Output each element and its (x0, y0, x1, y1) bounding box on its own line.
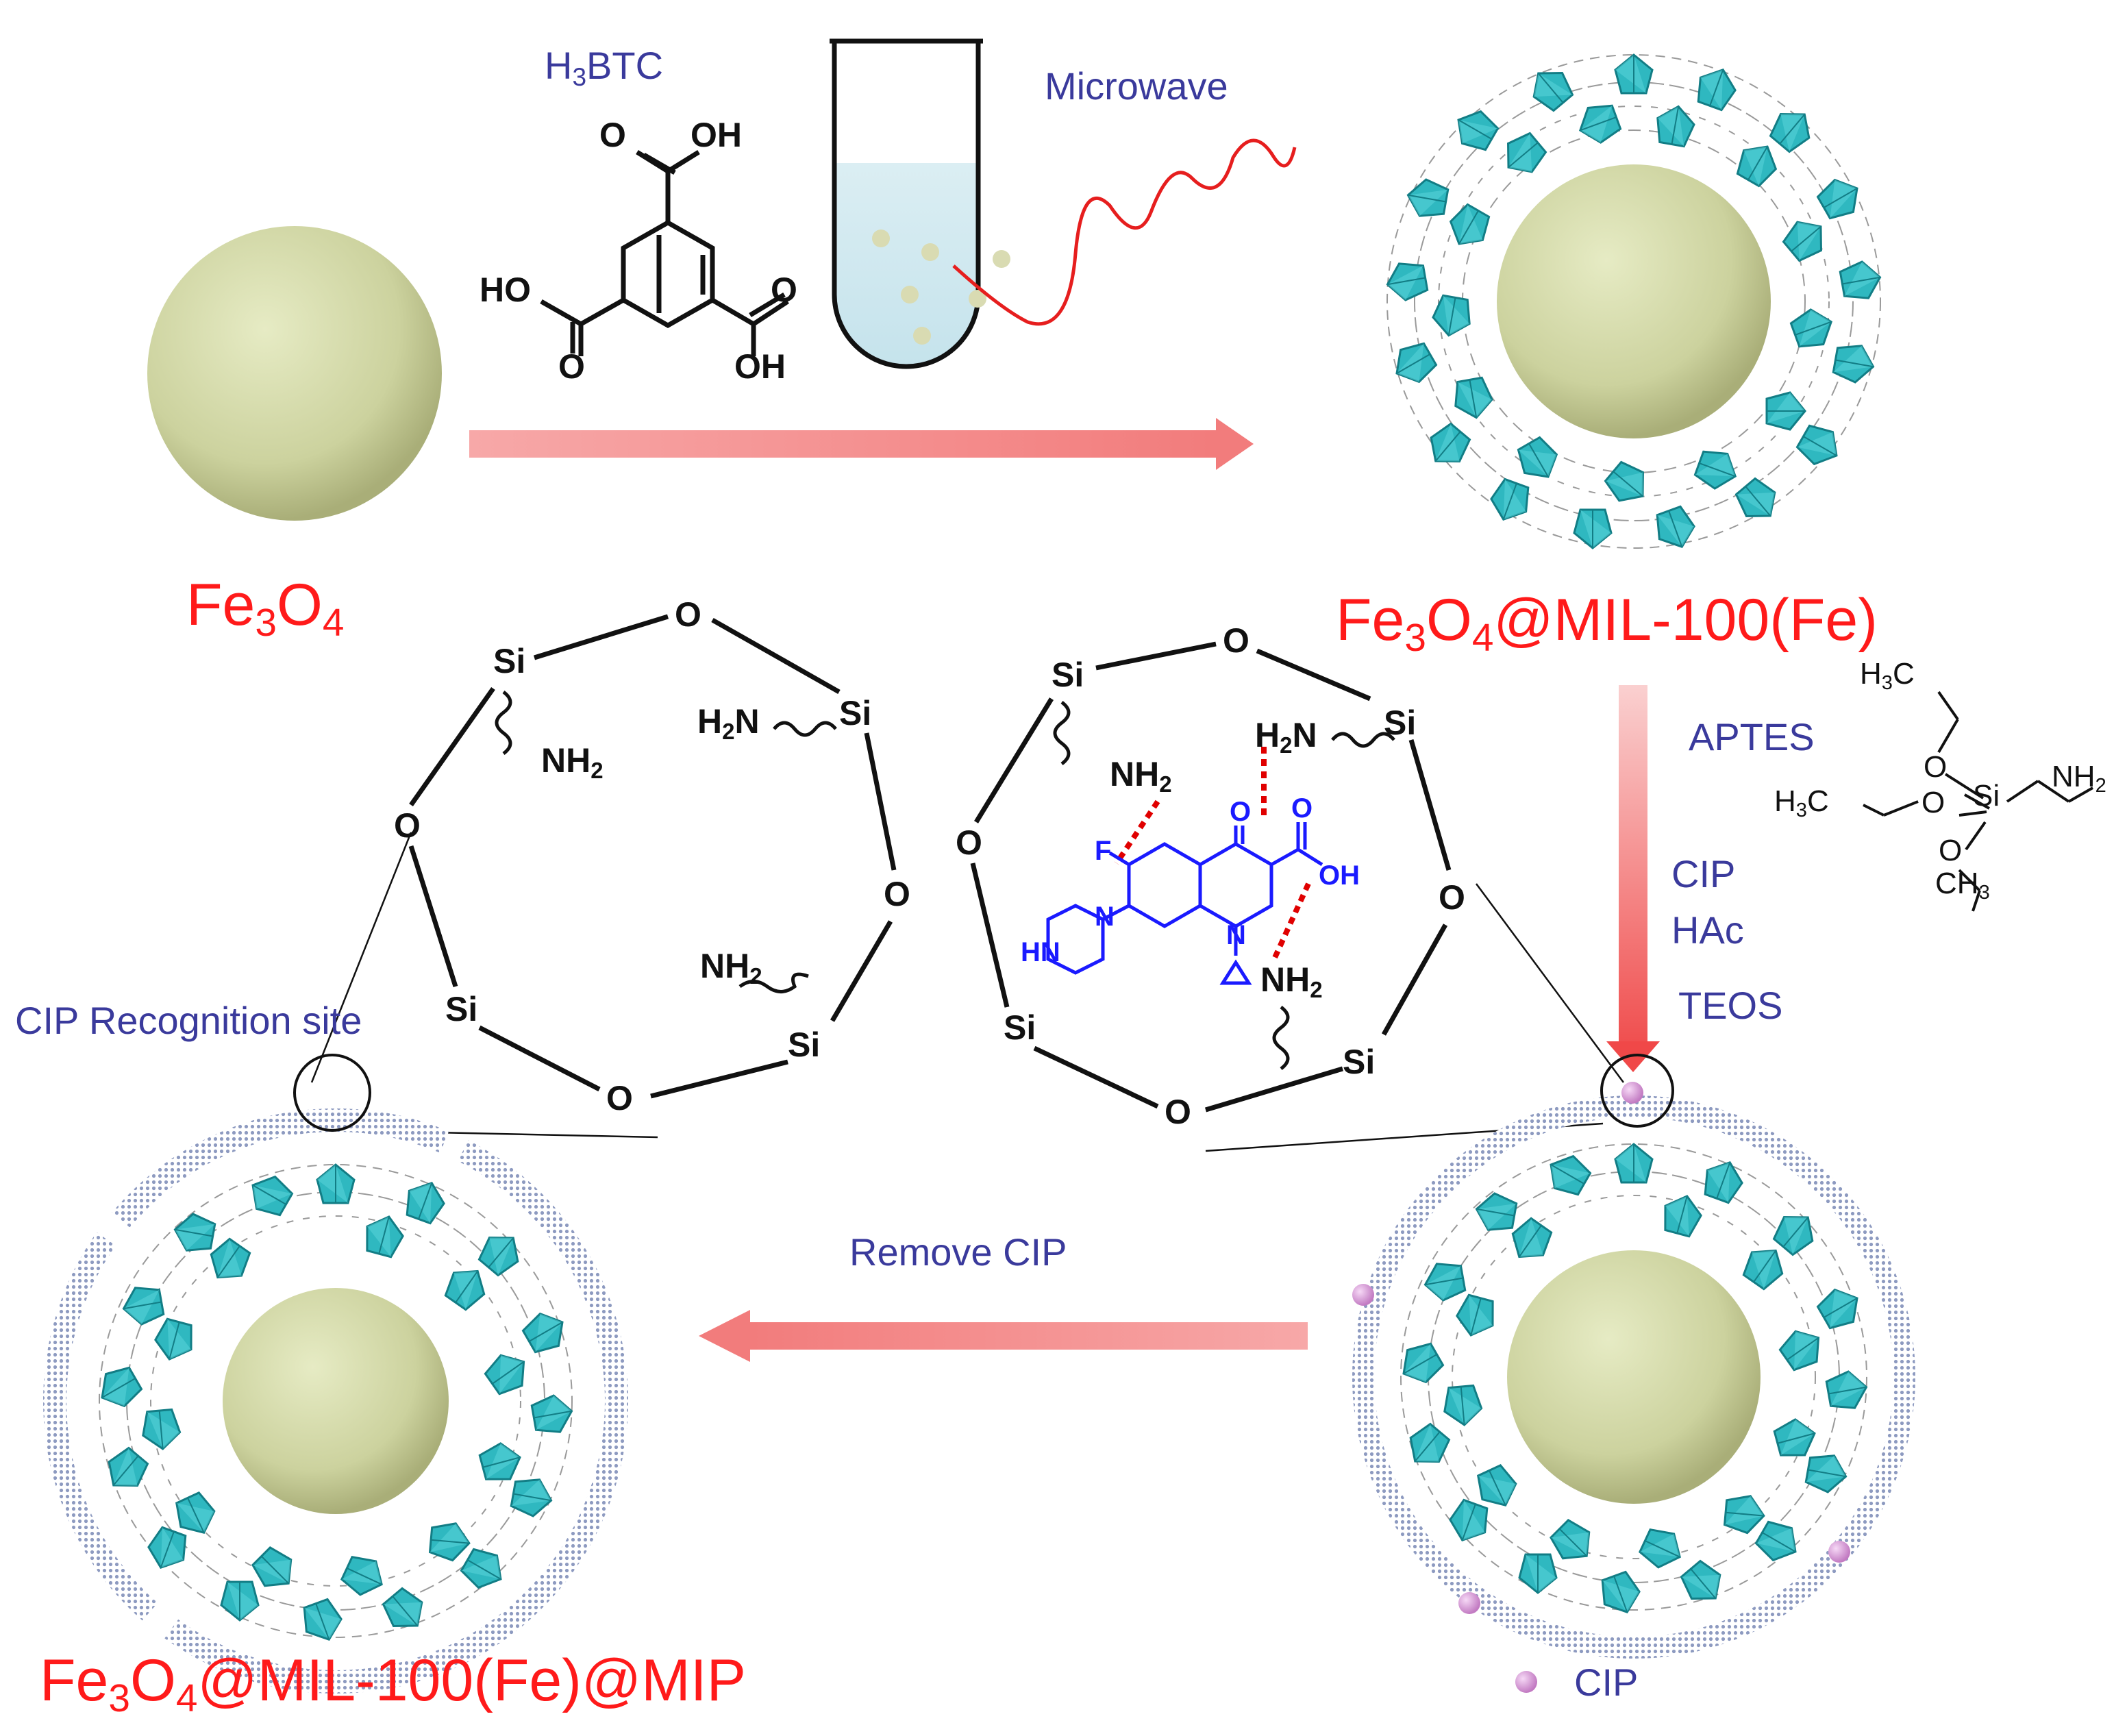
ring-left-o1: O (675, 595, 701, 634)
label-core-shell: Fe3O4@MIL-100(Fe) (1336, 587, 1878, 660)
ring-right-si3: Si (1343, 1043, 1376, 1081)
hydrogen-bonds (1114, 747, 1311, 960)
mip-particle-with-cip (1352, 1082, 1915, 1659)
ring-left-si1: Si (493, 642, 526, 680)
fe3o4-core (147, 226, 442, 521)
btc-o-right: O (771, 271, 797, 309)
label-hac: HAc (1671, 908, 1744, 952)
label-cip: CIP (1671, 852, 1736, 895)
arrow-synthesis (469, 418, 1254, 470)
ring-right-o3: O (1165, 1093, 1191, 1131)
cip-n-pip: N (1095, 902, 1115, 932)
arrow-imprinting (1606, 685, 1660, 1072)
aptes-si: Si (1973, 779, 2000, 813)
label-recognition-site: CIP Recognition site (15, 999, 362, 1042)
cip-drug-structure (1046, 822, 1323, 985)
ring-right-nh2-c: NH2 (1260, 960, 1323, 1003)
ring-left-o2: O (884, 875, 910, 913)
ring-right-h2n: H2N (1255, 716, 1317, 758)
cip-oh: OH (1319, 860, 1360, 891)
aptes-h3c-top: H3C (1860, 657, 1915, 695)
aptes-o-left: O (1921, 786, 1945, 819)
cip-n-ring: N (1226, 920, 1246, 950)
mip-particle-imprinted (43, 1108, 628, 1694)
btc-ho-left: HO (480, 271, 531, 309)
microwave-tube (830, 38, 1010, 369)
label-h3btc: H3BTC (545, 44, 664, 92)
ring-right-o2: O (1439, 878, 1465, 917)
h3btc-structure (540, 150, 789, 356)
ring-right-si2: Si (1384, 704, 1417, 742)
ring-left-o3: O (606, 1079, 633, 1117)
ring-left-h2n: H2N (697, 702, 760, 745)
btc-o-left: O (558, 347, 585, 386)
microwave-wave (952, 138, 1297, 326)
cip-hn: HN (1021, 937, 1060, 967)
label-remove-cip: Remove CIP (849, 1230, 1067, 1274)
ring-right-nh2-a: NH2 (1110, 755, 1172, 797)
legend-cip-dot (1515, 1671, 1537, 1693)
label-mip: Fe3O4@MIL-100(Fe)@MIP (40, 1648, 747, 1720)
mof-particle-top (1383, 51, 1885, 554)
aptes-h3c-left: H3C (1774, 784, 1829, 822)
label-legend-cip: CIP (1574, 1661, 1639, 1704)
ring-right-si1: Si (1052, 656, 1084, 694)
cip-o-acid: O (1291, 793, 1313, 823)
aptes-structure (1863, 691, 2093, 912)
cip-f: F (1095, 836, 1112, 866)
silica-ring-left (408, 614, 897, 1099)
silica-ring-right (970, 641, 1452, 1113)
btc-oh-right: OH (734, 347, 786, 386)
label-teos: TEOS (1678, 984, 1783, 1027)
aptes-nh2: NH2 (2052, 760, 2106, 797)
ring-left-nh2-c: NH2 (700, 947, 762, 989)
label-microwave: Microwave (1045, 64, 1228, 108)
recognition-circle-right (1600, 1054, 1674, 1128)
ring-left-o4: O (394, 806, 421, 845)
ring-right-o1: O (1223, 621, 1249, 660)
aptes-ch3: CH3 (1935, 867, 1990, 904)
aptes-o-top: O (1924, 750, 1948, 784)
ring-left-si3: Si (788, 1026, 821, 1064)
ring-right-o4: O (956, 823, 982, 862)
btc-o-top: O (599, 116, 626, 154)
arrow-remove-cip (699, 1310, 1308, 1362)
ring-left-si2: Si (839, 694, 872, 732)
ring-left-nh2-a: NH2 (541, 741, 604, 784)
cip-o-keto: O (1230, 797, 1252, 827)
label-aptes: APTES (1689, 715, 1815, 758)
ring-left-si4: Si (445, 990, 478, 1028)
btc-oh-top: OH (691, 116, 742, 154)
aptes-o-bottom: O (1939, 834, 1963, 867)
label-fe3o4: Fe3O4 (186, 572, 345, 645)
recognition-circle-left (293, 1054, 371, 1132)
ring-right-si4: Si (1004, 1008, 1036, 1047)
